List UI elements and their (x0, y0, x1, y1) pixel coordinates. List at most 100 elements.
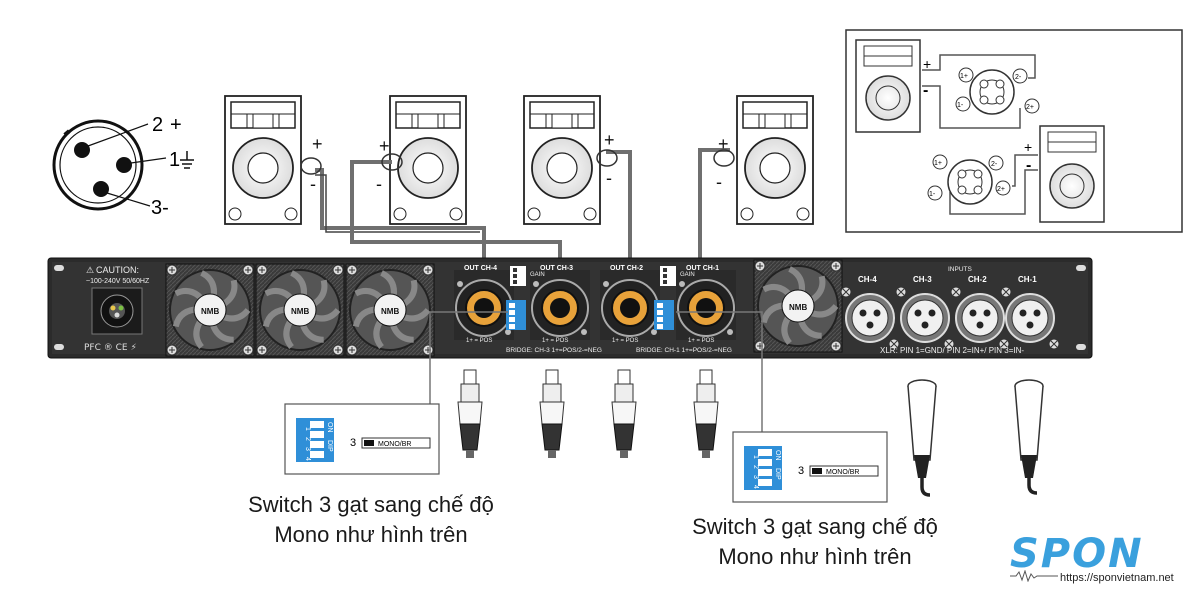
speakon-pin-label: 1+ = POS (542, 338, 568, 344)
inset-speakon-bottom: 1+ 2- 1- 2+ (927, 154, 1011, 205)
xlr-pin-3-label: 3- (151, 197, 169, 219)
speaker-cabinet-3 (523, 95, 601, 225)
callout-lines (429, 311, 763, 432)
speaker-1-minus: - (310, 174, 316, 194)
dip-switch-number: 3 (350, 437, 356, 449)
dip-detail-left: 1 2 3 4 ON DIP 3 MONO/BR (284, 403, 440, 475)
speakon-plug-icon[interactable] (611, 369, 637, 458)
output-channel-label: OUT CH-2 (610, 265, 643, 272)
speaker-cabinet-4 (736, 95, 814, 225)
xlr-input-ch-2[interactable]: CH-2 (950, 275, 1010, 350)
cooling-fan-icon: NMB (255, 263, 345, 357)
rack-hole-icon (54, 344, 64, 350)
caption-right-line1: Switch 3 gạt sang chế độ (692, 514, 938, 539)
dip-switch-bank-right[interactable] (654, 300, 674, 330)
ground-icon (180, 151, 194, 169)
dip-dip-label: DIP (326, 440, 333, 452)
inset-bottom-plus: + (1024, 139, 1032, 155)
inset-pin-2plus: 2+ (1026, 104, 1034, 111)
dip-number-1: 1 (304, 427, 311, 431)
inset-speaker-top (855, 39, 921, 133)
rack-hole-icon (54, 265, 64, 271)
xlr-pin-1 (116, 157, 132, 173)
cooling-fan-icon: NMB (753, 259, 843, 353)
speaker-2-minus: - (376, 174, 382, 194)
xlr-input-ch-1[interactable]: CH-1 (1000, 275, 1060, 350)
speakon-plug-icon[interactable] (457, 369, 483, 458)
inset-pin-2minus: 2- (991, 161, 998, 168)
speaker-cabinet-2 (389, 95, 467, 225)
inset-pin-1minus: 1- (929, 191, 936, 198)
xlr-input-ch-3[interactable]: CH-3 (895, 275, 955, 350)
dip-switch-number: 3 (798, 465, 804, 477)
output-channel-label: OUT CH-4 (464, 265, 497, 272)
fan-brand-label: NMB (201, 307, 219, 316)
speakon-output-ch2[interactable]: OUT CH-2 1+ = POS (600, 265, 660, 344)
speaker-3-plus: + (604, 130, 615, 150)
bridge-label-left: BRIDGE: CH-3 1+=POS/2-=NEG (506, 347, 602, 354)
inset-top-minus: - (923, 82, 928, 99)
output-channel-label: OUT CH-1 (686, 265, 719, 272)
cooling-fan-icon: NMB (345, 263, 435, 357)
speakon-output-ch1[interactable]: OUT CH-1 1+ = POS (676, 265, 736, 344)
dip-number-1: 1 (752, 455, 759, 459)
inset-pin-1plus: 1+ (934, 160, 942, 167)
output-channel-label: OUT CH-3 (540, 265, 573, 272)
gain-switch-left[interactable] (510, 266, 526, 286)
speaker-cabinet-1 (224, 95, 302, 225)
xlr-input-cable-ch1[interactable] (1014, 379, 1044, 495)
dip-number-4: 4 (752, 485, 759, 489)
mono-br-label: MONO/BR (826, 469, 859, 476)
spon-logo: SPON (1010, 531, 1144, 577)
speakon-output-ch3[interactable]: OUT CH-3 1+ = POS (530, 265, 590, 344)
dip-number-2: 2 (752, 465, 759, 469)
fan-brand-label: NMB (789, 303, 807, 312)
speaker-2-plus: + (379, 136, 390, 156)
inset-top-plus: + (923, 56, 931, 72)
dip-detail-right: 1 2 3 4 ON DIP 3 MONO/BR (732, 431, 888, 503)
speakon-pin-label: 1+ = POS (466, 338, 492, 344)
dip-number-2: 2 (304, 437, 311, 441)
inset-pin-1minus: 1- (957, 102, 964, 109)
speakon-plug-icon[interactable] (539, 369, 565, 458)
rack-hole-icon (1076, 344, 1086, 350)
inset-pin-1plus: 1+ (960, 73, 968, 80)
inputs-label: INPUTS (948, 266, 973, 273)
dip-switch-bank-left[interactable] (506, 300, 526, 330)
speakon-pin-label: 1+ = POS (688, 338, 714, 344)
xlr-input-cable-ch3[interactable] (907, 379, 937, 497)
xlr-pinout-diagram: 2 + 1 3- (52, 114, 194, 219)
inset-pin-2minus: 2- (1015, 74, 1022, 81)
power-rating: ~100-240V 50/60HZ (86, 278, 150, 285)
gain-switch-right[interactable] (660, 266, 676, 286)
xlr-pin-2-sign: + (170, 114, 182, 136)
xlr-pin-3 (93, 181, 109, 197)
cooling-fan-icon: NMB (165, 263, 255, 357)
speakon-plug-icon[interactable] (693, 369, 719, 458)
gain-label-right: GAIN (680, 272, 695, 278)
dip-on-label: ON (326, 422, 333, 433)
speaker-3-minus: - (606, 168, 612, 188)
caution-icon: ⚠ (86, 266, 94, 276)
caption-right-line2: Mono như hình trên (718, 544, 912, 569)
speaker-terminal-loops (300, 149, 735, 175)
caption-right: Switch 3 gạt sang chế độ Mono như hình t… (680, 512, 950, 572)
caution-label: CAUTION: (96, 265, 139, 275)
caption-left: Switch 3 gạt sang chế độ Mono như hình t… (236, 490, 506, 550)
speakon-output-ch4[interactable]: OUT CH-4 1+ = POS (454, 265, 514, 344)
speaker-1-plus: + (312, 134, 323, 154)
inset-speakon-top: 1+ 2- 1- 2+ (955, 67, 1040, 115)
speakon-pin-label: 1+ = POS (612, 338, 638, 344)
dip-number-4: 4 (304, 457, 311, 461)
caption-left-line2: Mono như hình trên (274, 522, 468, 547)
speaker-4-plus: + (718, 134, 729, 154)
mono-switch-indicator (361, 437, 431, 449)
speaker-4-minus: - (716, 172, 722, 192)
xlr-input-ch-4[interactable]: CH-4 (840, 275, 900, 350)
mono-br-label: MONO/BR (378, 441, 411, 448)
fan-brand-label: NMB (291, 307, 309, 316)
rack-hole-icon (1076, 265, 1086, 271)
dip-on-label: ON (774, 450, 781, 461)
power-inlet[interactable] (91, 287, 143, 335)
